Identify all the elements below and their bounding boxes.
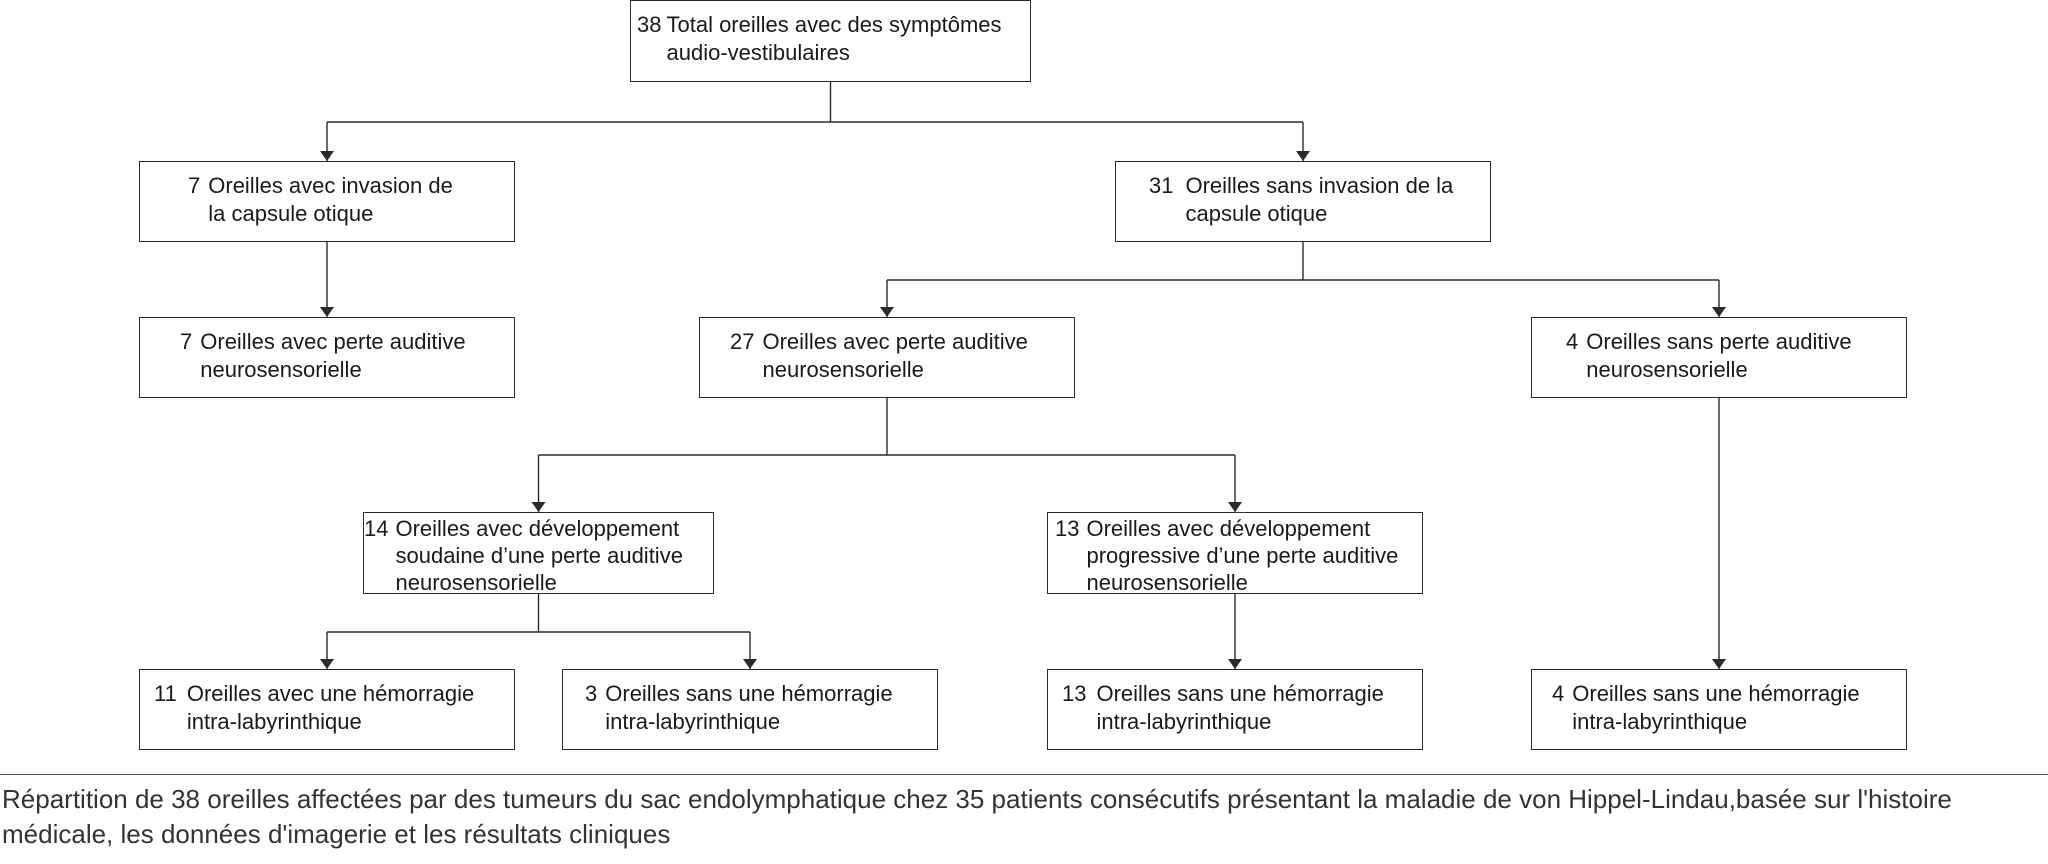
- node-label: Total oreilles avec des symptômes audio-…: [666, 12, 1002, 65]
- node-hearing-loss-center: 27 Oreilles avec perte auditive neurosen…: [699, 317, 1075, 398]
- node-label: Oreilles avec perte auditive neurosensor…: [762, 329, 1028, 382]
- node-count: 11: [154, 681, 177, 706]
- node-label: Oreilles avec une hémorragie intra-labyr…: [186, 681, 475, 734]
- node-without-capsule-invasion: 31 Oreilles sans invasion de la capsule …: [1115, 161, 1491, 242]
- node-count: 7: [180, 329, 193, 354]
- node-no-hearing-loss: 4 Oreilles sans perte auditive neurosens…: [1531, 317, 1907, 398]
- node-without-hemorrhage-c: 4 Oreilles sans une hémorragie intra-lab…: [1531, 669, 1907, 750]
- node-count: 4: [1552, 681, 1565, 706]
- node-without-hemorrhage-a: 3 Oreilles sans une hémorragie intra-lab…: [562, 669, 938, 750]
- node-count: 7: [188, 173, 201, 198]
- node-label: Oreilles avec invasion de la capsule oti…: [208, 173, 453, 226]
- node-sudden-hearing-loss: 14 Oreilles avec développement soudaine …: [363, 512, 714, 595]
- figure-caption: Répartition de 38 oreilles affectées par…: [2, 784, 1952, 849]
- node-count: 27: [730, 329, 755, 354]
- node-count: 4: [1566, 329, 1579, 354]
- node-label: Oreilles avec perte auditive neurosensor…: [200, 329, 466, 382]
- node-count: 38: [637, 12, 662, 37]
- node-count: 14: [364, 516, 389, 541]
- caption-divider: [0, 774, 2048, 775]
- node-without-hemorrhage-b: 13 Oreilles sans une hémorragie intra-la…: [1047, 669, 1423, 750]
- node-label: Oreilles sans une hémorragie intra-labyr…: [1096, 681, 1384, 734]
- node-hearing-loss-left: 7 Oreilles avec perte auditive neurosens…: [139, 317, 515, 398]
- node-total-ears: 38 Total oreilles avec des symptômes aud…: [630, 0, 1031, 82]
- node-count: 3: [585, 681, 598, 706]
- node-label: Oreilles sans invasion de la capsule oti…: [1185, 173, 1454, 226]
- node-label: Oreilles sans une hémorragie intra-labyr…: [1572, 681, 1860, 734]
- node-count: 13: [1062, 681, 1087, 706]
- node-label: Oreilles sans une hémorragie intra-labyr…: [605, 681, 893, 734]
- node-count: 13: [1055, 516, 1080, 541]
- node-label: Oreilles sans perte auditive neurosensor…: [1586, 329, 1852, 382]
- node-count: 31: [1149, 173, 1174, 198]
- node-label: Oreilles avec développement progressive …: [1086, 516, 1399, 595]
- node-with-capsule-invasion: 7 Oreilles avec invasion de la capsule o…: [139, 161, 515, 242]
- node-with-hemorrhage: 11 Oreilles avec une hémorragie intra-la…: [139, 669, 515, 750]
- node-label: Oreilles avec développement soudaine d’u…: [395, 516, 683, 595]
- node-progressive-hearing-loss: 13 Oreilles avec développement progressi…: [1047, 512, 1423, 595]
